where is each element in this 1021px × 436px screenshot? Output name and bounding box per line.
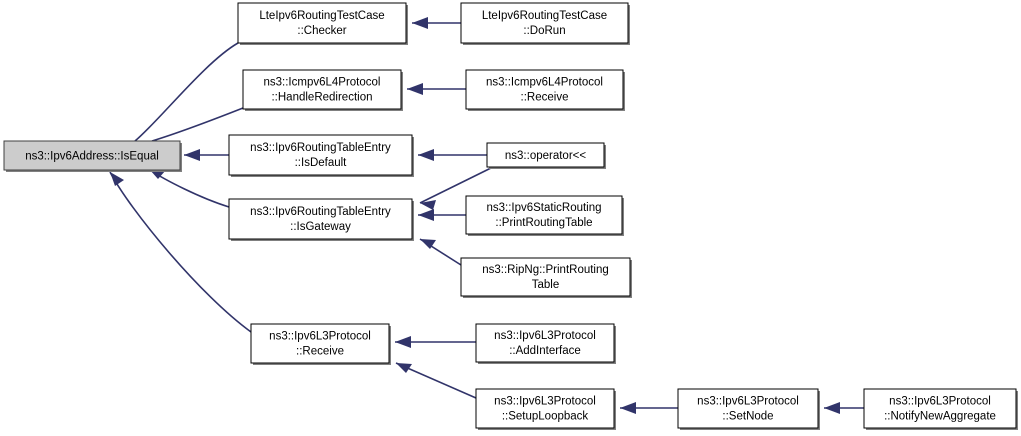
node-label-line1: ns3::Ipv6RoutingTableEntry — [250, 142, 391, 154]
arrowhead-icon — [150, 170, 166, 179]
edges-layer — [109, 17, 864, 414]
arrowhead-icon — [418, 149, 434, 161]
node-operator[interactable]: ns3::operator<< — [486, 142, 606, 169]
edge-line — [395, 362, 477, 399]
node-icmpreceive[interactable]: ns3::Icmpv6L4Protocol::Receive — [465, 69, 625, 111]
node-label-line2: ::NotifyNewAggregate — [884, 411, 996, 423]
node-label-line2: ::DoRun — [523, 25, 565, 37]
edge-checker-to-isequal — [134, 42, 239, 154]
node-isdefault[interactable]: ns3::Ipv6RoutingTableEntry::IsDefault — [228, 134, 414, 177]
edge-staticrouting-to-isgateway — [418, 209, 466, 221]
arrowhead-icon — [420, 239, 436, 249]
edge-line — [151, 107, 244, 142]
arrowhead-icon — [110, 172, 124, 186]
node-label-line1: LteIpv6RoutingTestCase — [259, 10, 384, 22]
node-label-line2: ::Checker — [297, 25, 346, 37]
node-rect[interactable] — [486, 142, 605, 168]
node-label-line1: ns3::Ipv6L3Protocol — [269, 331, 371, 343]
node-checker[interactable]: LteIpv6RoutingTestCase::Checker — [237, 2, 408, 45]
edge-isdefault-to-isequal — [184, 149, 229, 161]
edge-operator-to-isgateway — [419, 166, 494, 210]
node-label-line2: ::AddInterface — [509, 345, 581, 357]
node-staticrouting[interactable]: ns3::Ipv6StaticRouting::PrintRoutingTabl… — [465, 195, 624, 236]
node-label-line1: ns3::Ipv6StaticRouting — [486, 202, 601, 214]
node-addinterface[interactable]: ns3::Ipv6L3Protocol::AddInterface — [475, 323, 616, 364]
arrowhead-icon — [412, 17, 428, 29]
node-isgateway[interactable]: ns3::Ipv6RoutingTableEntry::IsGateway — [228, 198, 414, 241]
node-label-line1: ns3::Ipv6L3Protocol — [494, 330, 596, 342]
edge-line — [149, 169, 230, 208]
node-isequal[interactable]: ns3::Ipv6Address::IsEqual — [3, 140, 182, 172]
node-rect[interactable] — [465, 195, 623, 235]
node-label-line1: ns3::Ipv6L3Protocol — [494, 396, 596, 408]
node-label-line2: ::Receive — [521, 92, 569, 104]
node-label-line1: ns3::Ipv6Address::IsEqual — [25, 151, 159, 163]
edge-isgateway-to-isequal — [149, 169, 230, 208]
edge-setnode-to-setuploopback — [620, 402, 678, 414]
arrowhead-icon — [824, 402, 840, 414]
edge-l3receive-to-isequal — [109, 171, 252, 333]
arrowhead-icon — [407, 83, 423, 95]
edge-setuploopback-to-l3receive — [395, 362, 477, 399]
edge-line — [109, 171, 252, 333]
node-dorun[interactable]: LteIpv6RoutingTestCase::DoRun — [460, 2, 630, 45]
node-label-line1: ns3::Ipv6RoutingTableEntry — [250, 206, 391, 218]
node-rect[interactable] — [460, 2, 629, 44]
edge-line — [419, 166, 494, 204]
node-rect[interactable] — [863, 388, 1017, 429]
arrowhead-icon — [620, 402, 636, 414]
node-l3receive[interactable]: ns3::Ipv6L3Protocol::Receive — [250, 323, 391, 365]
node-label-line1: LteIpv6RoutingTestCase — [482, 10, 607, 22]
node-label-line2: ::HandleRedirection — [271, 92, 372, 104]
node-label-line1: ns3::Ipv6L3Protocol — [889, 396, 991, 408]
arrowhead-icon — [395, 336, 411, 348]
arrowhead-icon — [420, 200, 436, 210]
node-label-line2: ::PrintRoutingTable — [495, 217, 592, 229]
node-rect[interactable] — [250, 323, 390, 364]
edge-dorun-to-checker — [412, 17, 461, 29]
node-label-line2: ::SetupLoopback — [502, 411, 589, 423]
node-label-line2: ::IsDefault — [295, 157, 348, 169]
node-rect[interactable] — [242, 69, 402, 110]
edge-line — [134, 42, 239, 142]
node-label-line1: ns3::Icmpv6L4Protocol — [264, 77, 381, 89]
node-rect[interactable] — [475, 388, 615, 429]
nodes-layer: ns3::Ipv6Address::IsEqual LteIpv6RoutingT… — [3, 2, 1018, 430]
node-setnode[interactable]: ns3::Ipv6L3Protocol::SetNode — [677, 388, 820, 430]
node-handleredirection[interactable]: ns3::Icmpv6L4Protocol::HandleRedirection — [242, 69, 403, 111]
node-label-line1: ns3::operator<< — [505, 150, 586, 162]
arrowhead-icon — [184, 149, 200, 161]
node-rect[interactable] — [475, 323, 615, 363]
node-label-line1: ns3::Ipv6L3Protocol — [697, 396, 799, 408]
node-label-line2: ::SetNode — [722, 411, 773, 423]
node-rect[interactable] — [677, 388, 819, 429]
edge-ripng-to-isgateway — [419, 238, 462, 266]
node-ripng[interactable]: ns3::RipNg::PrintRoutingTable — [460, 257, 632, 298]
node-rect[interactable] — [465, 69, 624, 110]
node-rect[interactable] — [228, 198, 413, 240]
node-notifynewaggregate[interactable]: ns3::Ipv6L3Protocol::NotifyNewAggregate — [863, 388, 1018, 430]
node-label-line1: ns3::RipNg::PrintRouting — [482, 264, 609, 276]
edge-notifynewaggregate-to-setnode — [824, 402, 864, 414]
arrowhead-icon — [418, 209, 434, 221]
arrowhead-icon — [396, 363, 412, 373]
node-setuploopback[interactable]: ns3::Ipv6L3Protocol::SetupLoopback — [475, 388, 616, 430]
node-rect[interactable] — [228, 134, 413, 176]
node-rect[interactable] — [237, 2, 407, 44]
node-rect[interactable] — [460, 257, 631, 297]
edge-operator-to-isdefault — [418, 149, 487, 161]
node-label-line1: ns3::Icmpv6L4Protocol — [486, 77, 603, 89]
edge-addinterface-to-l3receive — [395, 336, 476, 348]
node-label-line2: ::Receive — [296, 346, 344, 358]
node-label-line2: ::IsGateway — [290, 221, 351, 233]
edge-icmpreceive-to-handleredirection — [407, 83, 466, 95]
node-label-line2: Table — [532, 279, 560, 291]
node-rect[interactable] — [3, 140, 181, 171]
